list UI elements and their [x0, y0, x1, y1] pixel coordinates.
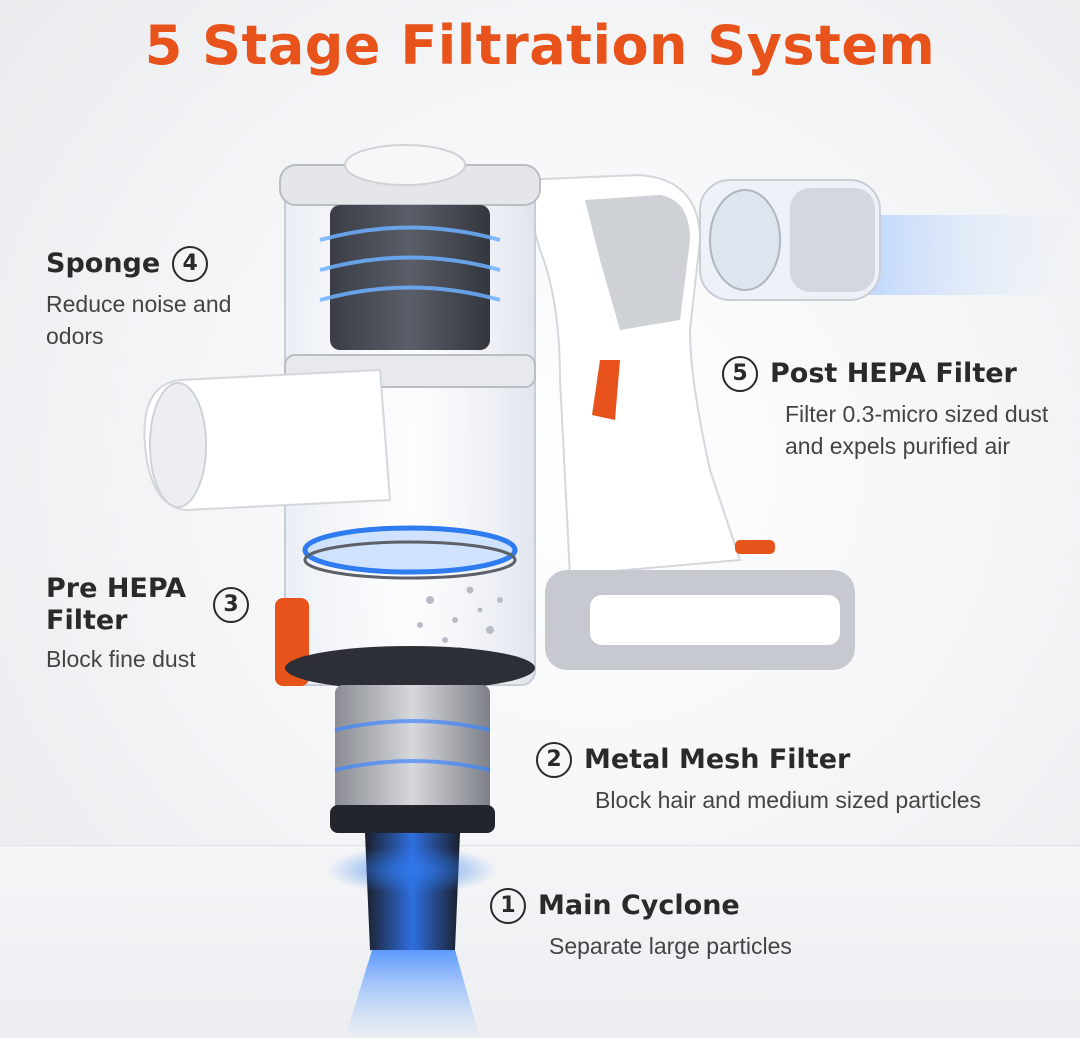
- stage-5-label: 5 Post HEPA Filter Filter 0.3-micro sized…: [722, 356, 1055, 462]
- stage-2-label: 2 Metal Mesh Filter Block hair and medium…: [536, 742, 981, 816]
- stage-2-number-badge: 2: [536, 742, 572, 778]
- stage-1-number-badge: 1: [490, 888, 526, 924]
- power-button: [735, 540, 775, 554]
- stage-5-number-badge: 5: [722, 356, 758, 392]
- battery-panel: [590, 595, 840, 645]
- stage-3-description: Block fine dust: [46, 646, 196, 672]
- stage-5-name: Post HEPA Filter: [770, 358, 1017, 389]
- stage-4-number-badge: 4: [172, 246, 209, 282]
- metal-mesh-filter: [335, 685, 490, 815]
- handle-trim: [585, 195, 690, 330]
- stage-3-label: Pre HEPA Filter 3 Block fine dust: [46, 573, 249, 675]
- stage-2-description: Block hair and medium sized particles: [595, 787, 982, 813]
- pre-hepa-rim: [303, 540, 517, 580]
- post-hepa-pleats: [790, 188, 875, 292]
- cyclone-glow: [327, 846, 497, 894]
- sponge-airflow: [319, 225, 501, 302]
- stage-5-description: Filter 0.3-micro sized dust and expels p…: [785, 401, 1049, 459]
- pre-hepa-disc: [302, 525, 518, 575]
- stage-1-name: Main Cyclone: [538, 890, 740, 921]
- intake-opening: [149, 382, 207, 508]
- stage-3-number-badge: 3: [213, 587, 249, 623]
- mesh-airflow: [334, 719, 491, 772]
- stage-4-description: Reduce noise and odors: [46, 291, 232, 349]
- cap-vent: [344, 144, 466, 186]
- bottom-lid: [285, 646, 535, 690]
- trigger-button: [592, 360, 620, 420]
- stage-1-label: 1 Main Cyclone Separate large particles: [490, 888, 792, 962]
- stage-1-description: Separate large particles: [549, 933, 792, 959]
- stage-3-name: Pre HEPA Filter: [46, 573, 187, 636]
- page-title: 5 Stage Filtration System: [144, 14, 936, 77]
- mesh-base-ring: [330, 805, 495, 833]
- post-hepa-end: [709, 189, 781, 291]
- stage-4-label: Sponge 4 Reduce noise and odors: [46, 246, 276, 352]
- stage-4-name: Sponge: [46, 248, 161, 279]
- stage-2-name: Metal Mesh Filter: [584, 744, 851, 775]
- floor-surface: [0, 845, 1080, 1038]
- sponge-filter: [330, 205, 490, 350]
- suction-airflow: [345, 950, 480, 1038]
